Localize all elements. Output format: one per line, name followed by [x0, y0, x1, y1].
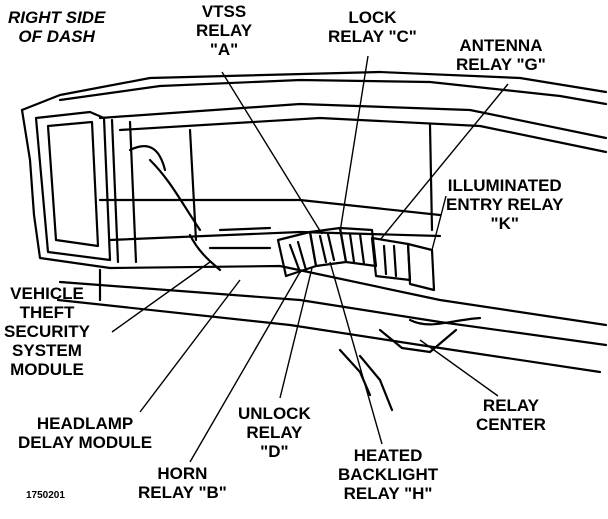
headlamp-delay-module-label: HEADLAMP DELAY MODULE	[18, 414, 153, 452]
leader-vtss	[221, 71, 323, 235]
illuminated-entry-relay-label: ILLUMINATED ENTRY RELAY "K"	[446, 176, 564, 233]
vtss-relay-label: VTSS RELAY "A"	[196, 2, 253, 59]
bottom-panel	[56, 298, 602, 374]
leader-lock	[339, 55, 369, 233]
leader-heated	[329, 261, 383, 445]
header-label: RIGHT SIDE OF DASH	[8, 8, 106, 46]
figure-id: 1750201	[26, 490, 65, 501]
shelf-rail-top	[98, 198, 442, 217]
shelf-rail-mid	[108, 230, 442, 242]
leader-vtssm	[111, 261, 211, 333]
leader-illum	[431, 195, 447, 251]
dash-left-end	[20, 108, 112, 270]
relay-block-5	[406, 242, 436, 292]
lock-relay-label: LOCK RELAY "C"	[328, 8, 417, 46]
glovebox-inner	[46, 120, 100, 248]
dash-rim-upper	[98, 102, 608, 140]
relay-center-label: RELAY CENTER	[476, 396, 546, 434]
horn-relay-label: HORN RELAY "B"	[138, 464, 227, 502]
leader-headlamp	[139, 279, 241, 413]
leader-horn	[189, 271, 301, 463]
leader-unlock	[279, 267, 313, 399]
leader-antenna	[379, 83, 509, 241]
dash-top-inner	[58, 78, 608, 106]
glovebox-outline	[34, 110, 112, 262]
dash-top-edge	[20, 70, 608, 112]
unlock-relay-label: UNLOCK RELAY "D"	[238, 404, 311, 461]
heated-backlight-relay-label: HEATED BACKLIGHT RELAY "H"	[338, 446, 439, 503]
leader-relaycenter	[419, 339, 499, 397]
dash-rim-lower	[118, 116, 608, 154]
lower-rail	[108, 264, 608, 327]
vtss-module-label: VEHICLE THEFT SECURITY SYSTEM MODULE	[4, 284, 90, 379]
relay-block-4	[370, 236, 412, 282]
antenna-relay-label: ANTENNA RELAY "G"	[456, 36, 546, 74]
